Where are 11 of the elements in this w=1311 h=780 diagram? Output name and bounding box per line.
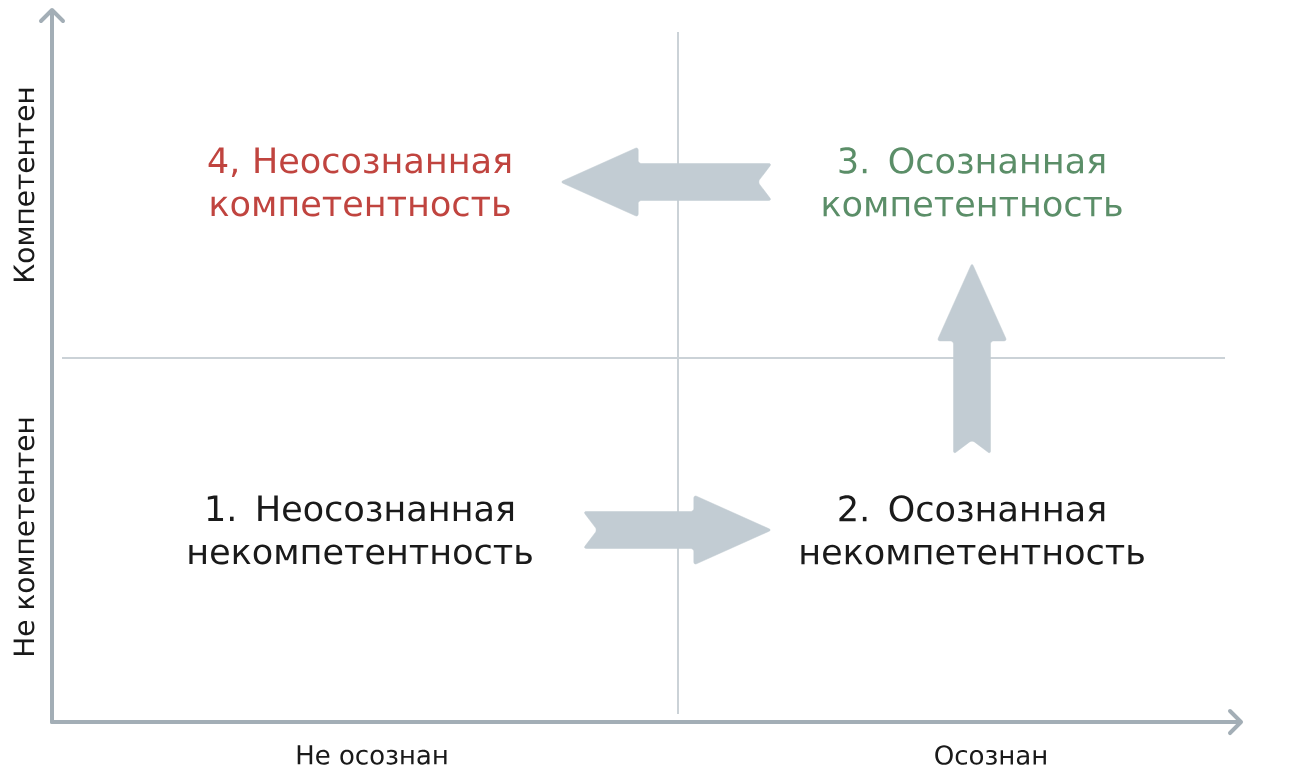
stage-label: 4, Неосознанная компетентность — [208, 147, 511, 217]
stage-label: 3. Осознанная компетентность — [823, 147, 1122, 217]
axis-label: Не осознан — [297, 745, 447, 765]
stage-label: 2. Осознанная некомпетентность — [801, 495, 1144, 565]
block-arrow — [584, 495, 771, 565]
axis-label: Компетентен — [13, 88, 35, 281]
axis-label: Осознан — [935, 745, 1046, 765]
block-arrow — [561, 147, 771, 217]
block-arrow — [937, 264, 1007, 453]
stage-label: 1. Неосознанная некомпетентность — [189, 495, 532, 565]
axis-label: Не компетентен — [13, 418, 35, 656]
